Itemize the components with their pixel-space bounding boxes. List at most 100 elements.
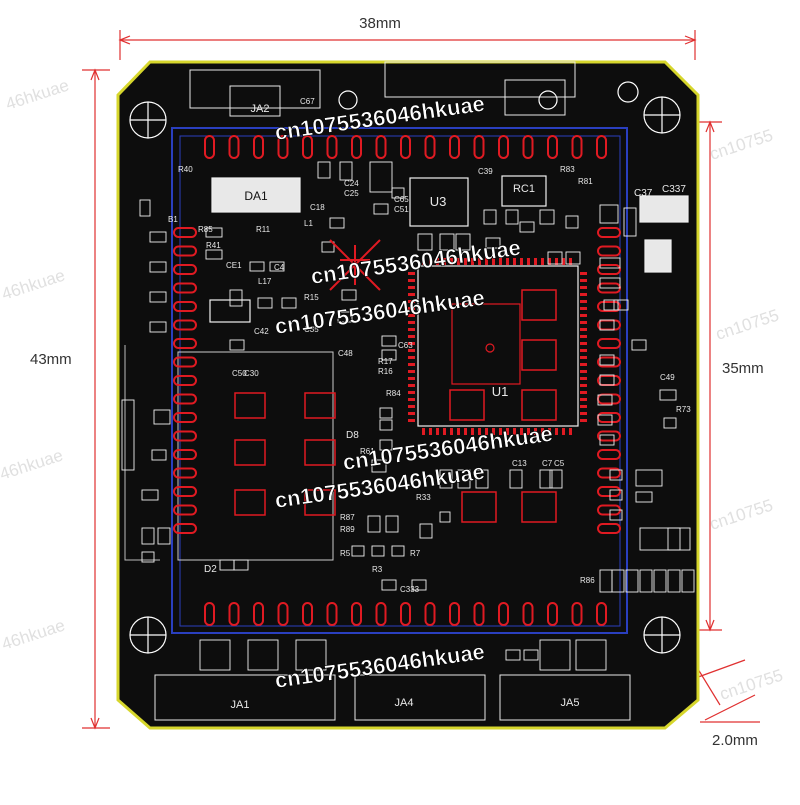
pad-bottom bbox=[204, 602, 215, 626]
watermark-left-3: 46hkuae bbox=[0, 446, 65, 484]
pad-bottom bbox=[547, 602, 558, 626]
pad-right bbox=[597, 301, 621, 312]
smd-part bbox=[205, 227, 223, 238]
u1-pin bbox=[408, 377, 415, 380]
ref-ja5: JA5 bbox=[561, 697, 580, 709]
smd-part bbox=[321, 241, 335, 253]
u1-pin bbox=[580, 398, 587, 401]
pad-bottom bbox=[596, 602, 607, 626]
smd-part bbox=[523, 649, 539, 661]
pad-bottom bbox=[375, 602, 387, 626]
watermark-left-4: 46hkuae bbox=[0, 616, 67, 654]
smd-part bbox=[205, 249, 223, 260]
pad-right bbox=[597, 264, 621, 275]
smd-part bbox=[609, 489, 623, 501]
u1-pin bbox=[580, 300, 587, 303]
smd-part bbox=[603, 299, 619, 311]
ref-r73: R73 bbox=[676, 405, 691, 414]
u1-pin bbox=[443, 428, 446, 435]
smd-part bbox=[381, 349, 397, 361]
pad-left bbox=[173, 356, 197, 368]
u1-pin bbox=[408, 356, 415, 359]
u1-pin bbox=[457, 258, 460, 265]
ref-r17: R17 bbox=[378, 357, 393, 366]
pad-bottom bbox=[498, 602, 509, 626]
smd-part bbox=[505, 649, 521, 661]
pcb-board bbox=[116, 60, 700, 730]
smd-part bbox=[475, 469, 489, 489]
ref-c39: C39 bbox=[478, 167, 493, 176]
pad-right bbox=[597, 486, 621, 497]
smd-part bbox=[149, 231, 167, 243]
smd-part bbox=[149, 321, 167, 333]
smd-part bbox=[371, 545, 385, 557]
ref-c4: C4 bbox=[274, 263, 285, 272]
smd-part bbox=[635, 469, 663, 487]
ref-c51: C51 bbox=[394, 205, 409, 214]
top-connectors bbox=[154, 61, 631, 721]
u1-pin bbox=[580, 328, 587, 331]
ref-l17: L17 bbox=[258, 277, 272, 286]
smd-part bbox=[371, 459, 387, 473]
smd-part bbox=[565, 215, 579, 229]
smd-part bbox=[625, 569, 639, 593]
ref-ja1: JA1 bbox=[231, 699, 250, 711]
pad-bottom bbox=[424, 602, 436, 626]
ref-da1: DA1 bbox=[244, 189, 268, 203]
u1-pin bbox=[408, 286, 415, 289]
smd-part bbox=[599, 257, 621, 269]
pad-right bbox=[597, 430, 621, 442]
pad-bottom bbox=[302, 602, 313, 626]
pad-left bbox=[173, 467, 197, 479]
smd-part bbox=[609, 509, 623, 521]
smd-part bbox=[391, 545, 405, 557]
component-blocks bbox=[209, 175, 689, 427]
smd-part bbox=[439, 511, 451, 523]
u1-pin bbox=[408, 342, 415, 345]
u1-pin bbox=[548, 428, 551, 435]
pad-column-right bbox=[597, 227, 621, 534]
u1-pin bbox=[580, 412, 587, 415]
smd-part bbox=[381, 335, 397, 347]
ref-l1: L1 bbox=[304, 219, 313, 228]
reference-designators: DA1 U3 U1 RC1 JA2 JA1 JA4 JA5 D2 D8 R40 … bbox=[168, 97, 691, 711]
u1-pin bbox=[506, 428, 509, 435]
u1-pin bbox=[408, 328, 415, 331]
smd-part bbox=[455, 233, 471, 251]
u1-pin bbox=[506, 258, 509, 265]
ref-r40: R40 bbox=[178, 165, 193, 174]
u1-pin bbox=[541, 258, 544, 265]
smd-part bbox=[379, 439, 393, 451]
smd-part bbox=[141, 489, 159, 501]
smd-part bbox=[247, 639, 279, 671]
u1-pin bbox=[464, 258, 467, 265]
smd-part bbox=[351, 545, 365, 557]
pad-top bbox=[302, 135, 313, 159]
u1-pin bbox=[499, 258, 502, 265]
u1-pin bbox=[555, 258, 558, 265]
smd-part bbox=[599, 374, 615, 386]
u1-pin bbox=[408, 405, 415, 408]
smd-part bbox=[281, 297, 297, 309]
smd-part bbox=[121, 399, 135, 471]
u1-pin bbox=[580, 307, 587, 310]
u1-pin bbox=[408, 363, 415, 366]
pad-right bbox=[597, 467, 621, 479]
smd-part bbox=[547, 251, 563, 265]
pad-bottom bbox=[400, 602, 411, 626]
smd-part bbox=[549, 469, 563, 489]
pad-right bbox=[597, 356, 621, 368]
u1-pin bbox=[562, 428, 565, 435]
u1-pin bbox=[436, 428, 439, 435]
u1-pin bbox=[422, 258, 425, 265]
u1-pin bbox=[450, 428, 453, 435]
u1-pin bbox=[471, 258, 474, 265]
ref-c48: C48 bbox=[338, 349, 353, 358]
ref-r87: R87 bbox=[340, 513, 355, 522]
u1-pin bbox=[580, 405, 587, 408]
module-pads bbox=[234, 289, 557, 523]
u1-pin bbox=[464, 428, 467, 435]
smd-part bbox=[411, 579, 427, 591]
pad-bottom bbox=[449, 602, 460, 626]
pad-bottom bbox=[473, 602, 485, 626]
